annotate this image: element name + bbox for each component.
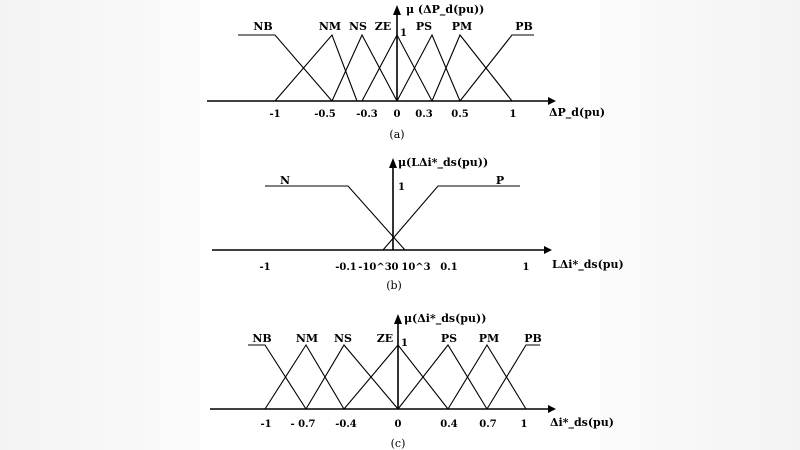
mf-c-pm (447, 343, 527, 410)
set-label-c-4: PS (441, 332, 457, 345)
set-label-c-2: NS (334, 332, 352, 345)
mf-b-n (265, 185, 406, 251)
mf-c-ze (343, 344, 449, 410)
mf-c-pb (486, 344, 540, 410)
panel-b-membership-curves (265, 185, 520, 251)
set-label-a-2: NS (349, 20, 367, 33)
tick-c-4: 0.4 (440, 419, 457, 430)
mf-a-pb (459, 34, 534, 102)
panel-b: N P 1 μ(LΔi*_ds(pu)) LΔi*_ds(pu) -1 -0.1… (212, 156, 624, 292)
panel-b-x-axis-label: LΔi*_ds(pu) (552, 258, 624, 272)
panel-c: NB NM NS ZE PS PM PB 1 μ(Δi*_ds(pu)) Δi*… (210, 312, 614, 450)
panel-c-y-axis-label: μ(Δi*_ds(pu)) (404, 312, 486, 326)
mf-a-pm (431, 33, 513, 102)
set-label-c-3: ZE (377, 332, 393, 345)
panel-c-membership-curves (248, 343, 540, 410)
mf-c-ns (305, 344, 399, 410)
set-label-b-1: P (496, 174, 504, 187)
set-label-a-3: ZE (375, 20, 391, 33)
tick-b-5: 0.1 (440, 262, 457, 273)
tick-c-6: 1 (521, 419, 528, 430)
tick-b-0: -1 (259, 262, 270, 273)
panel-b-caption: (b) (386, 279, 402, 292)
panel-a-x-axis-label: ΔP_d(pu) (549, 106, 605, 120)
mf-a-ps (396, 33, 461, 102)
tick-a-0: -1 (269, 109, 280, 120)
set-label-c-0: NB (252, 332, 271, 345)
set-label-a-4: PS (416, 20, 432, 33)
set-label-a-6: PB (515, 20, 533, 33)
set-label-c-1: NM (296, 332, 318, 345)
panel-b-set-labels: N P (280, 174, 504, 187)
panel-a-ticks: -1 -0.5 -0.3 0 0.3 0.5 1 (269, 109, 516, 120)
panel-c-caption: (c) (391, 437, 406, 450)
tick-c-0: -1 (260, 419, 271, 430)
tick-a-6: 1 (510, 109, 517, 120)
panel-a: NB NM NS ZE PS PM PB 1 μ (ΔP_d(pu)) ΔP_d… (207, 3, 605, 141)
tick-b-2: -10^3 (358, 262, 391, 273)
tick-b-3: 0 (392, 262, 399, 273)
panel-b-y-arrow (389, 158, 397, 168)
panel-c-set-labels: NB NM NS ZE PS PM PB (252, 332, 541, 345)
panel-c-ticks: -1 - 0.7 -0.4 0 0.4 0.7 1 (260, 419, 527, 430)
set-label-a-1: NM (319, 20, 341, 33)
tick-c-2: -0.4 (335, 419, 357, 430)
panel-c-x-arrow (548, 405, 556, 413)
mf-a-ze (361, 33, 433, 102)
set-label-c-5: PM (479, 332, 499, 345)
set-label-c-6: PB (524, 332, 542, 345)
mf-c-nb (248, 344, 307, 410)
panel-b-x-arrow (544, 246, 552, 254)
panel-c-peak-label: 1 (401, 338, 408, 349)
tick-c-1: - 0.7 (290, 419, 315, 430)
panel-a-peak-label: 1 (400, 28, 407, 39)
tick-c-3: 0 (395, 419, 402, 430)
tick-a-4: 0.3 (415, 109, 432, 120)
tick-b-1: -0.1 (335, 262, 357, 273)
background-left (0, 0, 200, 450)
mf-a-nb (238, 34, 333, 102)
panel-b-y-axis-label: μ(LΔi*_ds(pu)) (398, 156, 488, 170)
panel-b-peak-label: 1 (398, 182, 405, 193)
mf-a-nm (274, 33, 358, 102)
panel-a-caption: (a) (389, 128, 404, 141)
tick-a-1: -0.5 (314, 109, 336, 120)
panel-b-ticks: -1 -0.1 -10^3 0 10^3 0.1 1 (259, 262, 529, 273)
tick-b-4: 10^3 (401, 262, 430, 273)
background-right (600, 0, 800, 450)
panel-a-y-arrow (393, 5, 401, 15)
mf-c-nm (264, 343, 345, 410)
panel-a-membership-curves (238, 33, 534, 102)
panel-a-x-arrow (548, 97, 556, 105)
mf-a-ns (331, 33, 398, 102)
mf-b-p (382, 185, 520, 251)
set-label-a-5: PM (452, 20, 472, 33)
tick-b-6: 1 (523, 262, 530, 273)
set-label-b-0: N (280, 174, 290, 187)
panel-c-x-axis-label: Δi*_ds(pu) (550, 416, 614, 430)
panel-a-y-axis-label: μ (ΔP_d(pu)) (406, 3, 484, 17)
tick-a-5: 0.5 (451, 109, 468, 120)
panel-a-set-labels: NB NM NS ZE PS PM PB (253, 20, 532, 33)
tick-c-5: 0.7 (479, 419, 496, 430)
set-label-a-0: NB (253, 20, 272, 33)
panel-c-y-arrow (394, 314, 402, 324)
tick-a-3: 0 (394, 109, 401, 120)
mf-c-ps (397, 344, 488, 410)
tick-a-2: -0.3 (356, 109, 378, 120)
